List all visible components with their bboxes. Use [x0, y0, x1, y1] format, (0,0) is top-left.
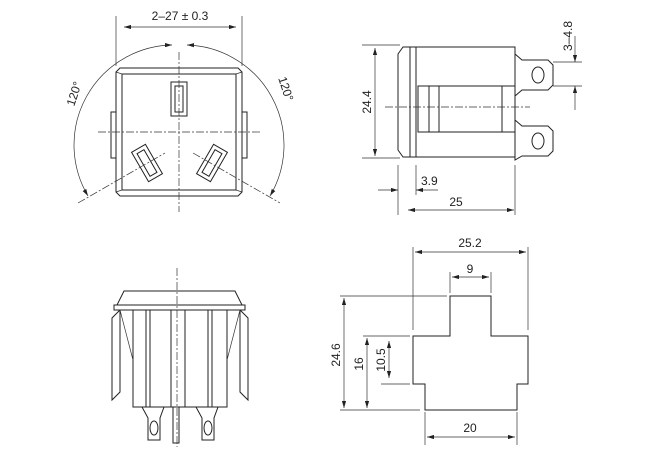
front-view: 2–27 ± 0.3 120° 120°: [64, 9, 296, 212]
height-dimension-label: 24.4: [360, 90, 374, 114]
terminal-dimension-label: 3–4.8: [561, 21, 575, 51]
angle-label-left: 120°: [64, 80, 85, 108]
flange-dimension-label: 3.9: [421, 174, 438, 188]
terminal-upper: [514, 52, 554, 98]
width-dimension-label: 2–27 ± 0.3: [152, 9, 209, 23]
neutral-pin-slot: [195, 143, 229, 183]
cutout-outline: [412, 295, 529, 411]
side-view: 24.4 3.9 25 3–4.8: [360, 21, 582, 215]
inner-height-label: 10.5: [374, 348, 388, 372]
tab-width-label: 9: [467, 262, 474, 276]
pin-earth: [172, 406, 180, 444]
cutout-view: 25.2 9 24.6 16 10.5 20: [329, 236, 529, 445]
depth-dimension-label: 25: [449, 195, 463, 209]
mid-height-label: 16: [352, 357, 366, 371]
angle-arc-left: [73, 43, 173, 197]
terminal-lower: [514, 118, 554, 161]
bottom-view: [111, 268, 249, 447]
top-width-label: 25.2: [458, 236, 482, 250]
angle-arc-right: [186, 43, 285, 197]
angle-label-right: 120°: [275, 75, 296, 103]
pin-right: [195, 406, 219, 441]
pin-left: [141, 406, 165, 441]
bottom-width-label: 20: [463, 421, 477, 435]
total-height-label: 24.6: [329, 343, 343, 367]
